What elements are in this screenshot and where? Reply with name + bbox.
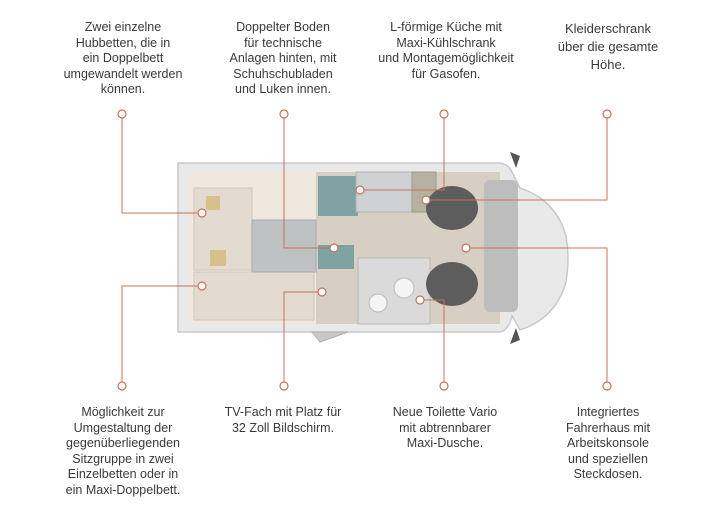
target-bottom-3	[415, 295, 425, 305]
mirror-bottom	[510, 328, 520, 344]
pillow-1	[206, 196, 220, 210]
mirror-top	[510, 152, 520, 168]
leader-lines	[121, 118, 608, 386]
target-bottom-2	[317, 287, 327, 297]
callout-fahrerhaus: Integriertes Fahrerhaus mit Arbeitskonso…	[565, 405, 651, 481]
side-door	[310, 331, 349, 343]
marker-top-2	[279, 109, 289, 119]
toilet	[393, 277, 415, 299]
target-top-4	[421, 195, 431, 205]
seat-block-left	[318, 176, 358, 216]
leader-bottom-2	[283, 291, 322, 386]
leader-bottom-1	[121, 285, 202, 386]
marker-bottom-2	[279, 381, 289, 391]
leader-bottom-3	[420, 299, 445, 386]
marker-top-1	[117, 109, 127, 119]
target-top-2	[329, 243, 339, 253]
leader-top-3	[360, 118, 445, 191]
dashboard	[484, 180, 518, 312]
shower-drain	[368, 293, 388, 313]
callout-l-kueche: L-förmige Küche mit Maxi-Kühlschrank und…	[378, 20, 514, 81]
rear-bed-right	[193, 271, 315, 321]
marker-bottom-3	[439, 381, 449, 391]
callout-doppelter-boden: Doppelter Boden für technische Anlagen h…	[229, 20, 337, 96]
leader-target-dots	[197, 185, 471, 305]
target-bottom-1	[197, 281, 207, 291]
kitchen-unit	[355, 171, 413, 213]
callout-hubbetten: Zwei einzelne Hubbetten, die in ein Dopp…	[63, 20, 183, 96]
callout-kleiderschrank: Kleiderschrank über die gesamte Höhe.	[557, 21, 659, 72]
target-top-1	[197, 208, 207, 218]
leader-top-4	[426, 118, 608, 201]
marker-top-3	[439, 109, 449, 119]
leader-end-markers	[117, 109, 612, 391]
callout-tv-fach: TV-Fach mit Platz für 32 Zoll Bildschirm…	[224, 405, 342, 435]
van-floorplan	[177, 152, 569, 344]
marker-top-4	[602, 109, 612, 119]
target-top-3	[355, 185, 365, 195]
leader-top-1	[121, 118, 202, 214]
marker-bottom-4	[602, 381, 612, 391]
leader-bottom-4	[466, 247, 608, 386]
callout-sitzgruppe: Möglichkeit zur Umgestaltung der gegenüb…	[65, 405, 181, 497]
marker-bottom-1	[117, 381, 127, 391]
passenger-seat	[426, 262, 478, 306]
target-bottom-4	[461, 243, 471, 253]
pillow-2	[210, 250, 226, 266]
driver-seat	[426, 186, 478, 230]
leader-top-2	[283, 118, 334, 249]
callout-toilette: Neue Toilette Vario mit abtrennbarer Max…	[392, 405, 498, 450]
